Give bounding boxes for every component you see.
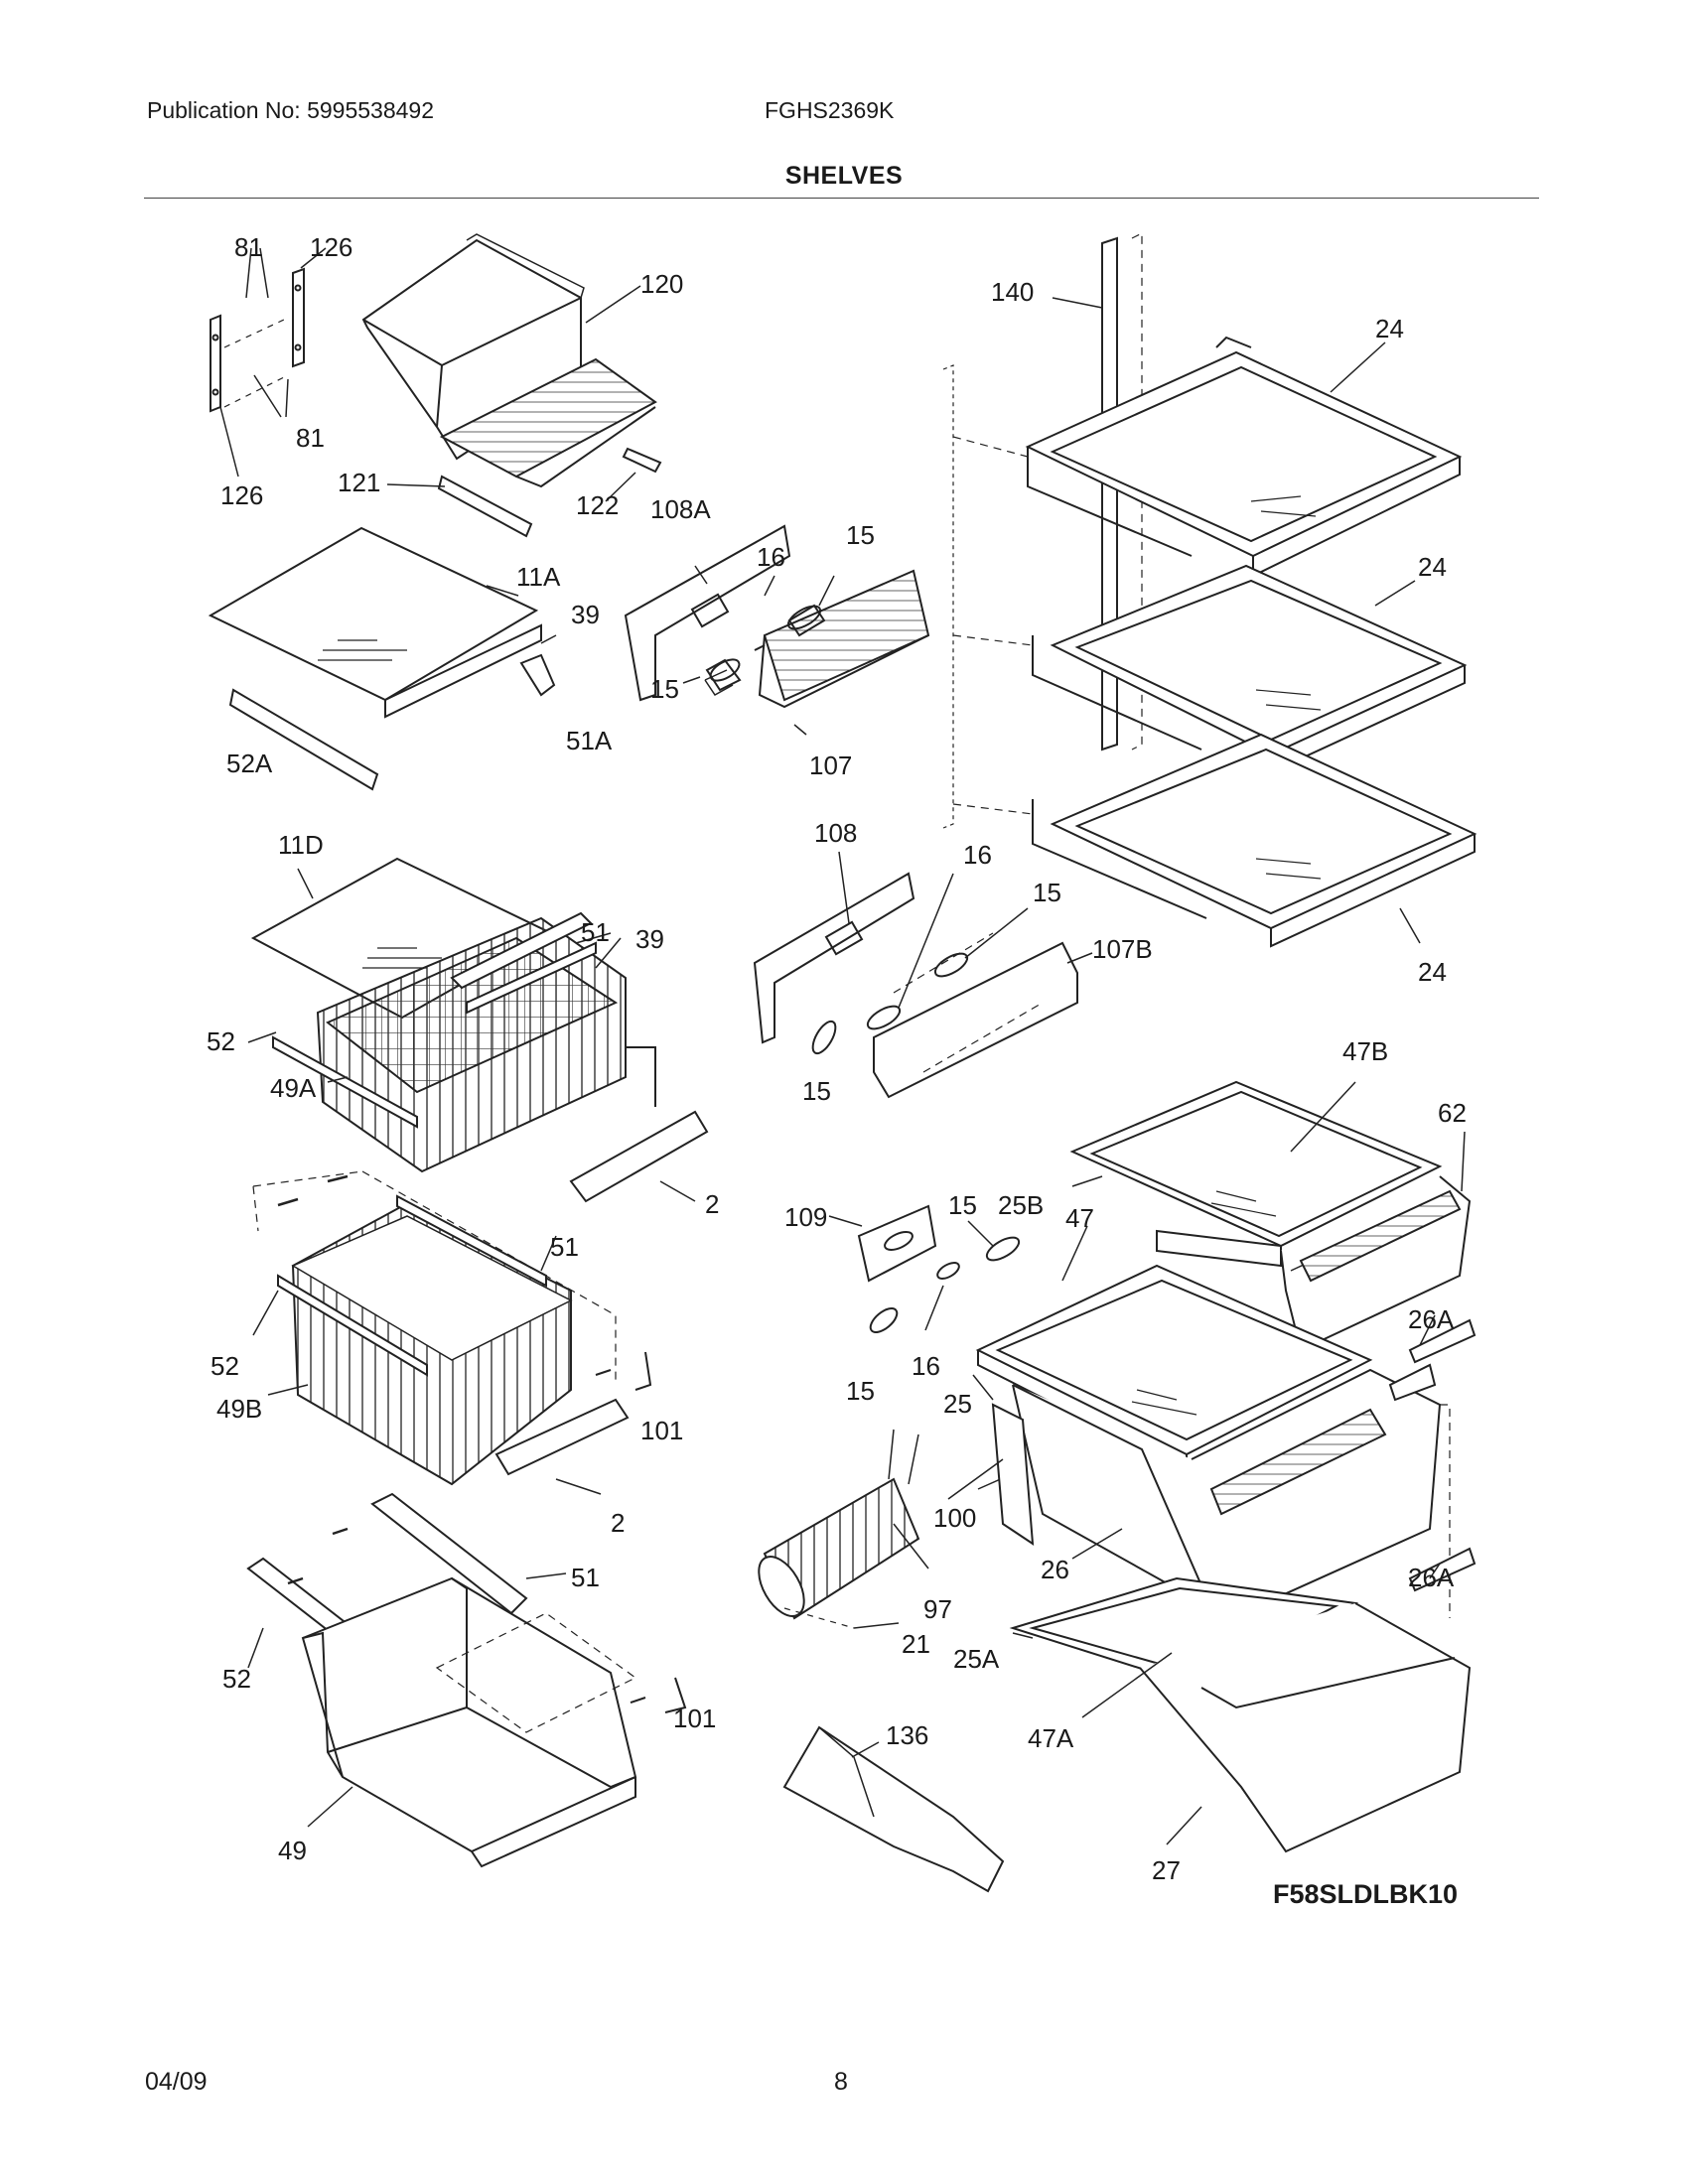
light-bracket-109	[828, 1204, 1021, 1333]
publication-number: Publication No: 5995538492	[147, 97, 435, 123]
wire-basket-49B	[252, 1170, 652, 1486]
gutter-136	[782, 1725, 1005, 1893]
callout-52: 52	[211, 1351, 239, 1381]
callout-16: 16	[963, 840, 992, 870]
callout-16: 16	[912, 1351, 940, 1381]
callout-52A: 52A	[226, 749, 273, 778]
callout-15: 15	[1033, 878, 1061, 907]
callout-101: 101	[640, 1416, 683, 1445]
callout-108: 108	[814, 818, 857, 848]
freezer-bin-49	[246, 1492, 687, 1868]
callout-140: 140	[991, 277, 1034, 307]
callout-121: 121	[338, 468, 380, 497]
model-number: FGHS2369K	[765, 97, 895, 123]
callout-109: 109	[784, 1202, 827, 1232]
callout-24: 24	[1418, 957, 1447, 987]
callout-81: 81	[296, 423, 325, 453]
callout-108A: 108A	[650, 494, 711, 524]
callout-47B: 47B	[1342, 1036, 1388, 1066]
callout-11A: 11A	[516, 562, 561, 592]
diagram-code: F58SLDLBK10	[1273, 1879, 1459, 1909]
page-title: SHELVES	[784, 162, 904, 190]
light-housing-107B	[753, 851, 1093, 1099]
callout-15: 15	[846, 1376, 875, 1406]
callout-47: 47	[1065, 1203, 1094, 1233]
heater-coil-97	[758, 1429, 929, 1629]
callout-2: 2	[611, 1508, 625, 1538]
callout-122: 122	[576, 490, 619, 520]
callout-97: 97	[923, 1594, 952, 1624]
callout-49A: 49A	[270, 1073, 317, 1103]
brackets-126	[210, 247, 327, 478]
glass-shelf-11A	[208, 526, 557, 791]
callout-62: 62	[1438, 1098, 1467, 1128]
wire-basket-49A	[247, 911, 656, 1173]
glass-shelf-24-a	[952, 336, 1463, 578]
callout-39: 39	[635, 924, 664, 954]
callout-26: 26	[1041, 1555, 1069, 1584]
cover-strip-2-a	[569, 1110, 709, 1203]
callout-25B: 25B	[998, 1190, 1044, 1220]
footer-date: 04/09	[145, 2068, 208, 2096]
glass-shelf-24-b	[952, 564, 1468, 774]
callout-107: 107	[809, 751, 852, 780]
callout-47A: 47A	[1028, 1723, 1074, 1753]
callout-51: 51	[550, 1232, 579, 1262]
header-rule	[144, 198, 1539, 199]
bracket-100	[947, 1403, 1035, 1546]
callout-136: 136	[886, 1720, 928, 1750]
callout-25A: 25A	[953, 1644, 1000, 1674]
cover-strip-2-b	[494, 1398, 630, 1495]
callout-16: 16	[757, 542, 785, 572]
callout-107B: 107B	[1092, 934, 1153, 964]
callout-126: 126	[220, 480, 263, 510]
callout-101: 101	[673, 1704, 716, 1733]
callout-15: 15	[650, 674, 679, 704]
crisper-drawer-62	[1071, 1131, 1472, 1352]
callout-15: 15	[846, 520, 875, 550]
callout-15: 15	[948, 1190, 977, 1220]
light-housing-107	[624, 524, 930, 736]
callout-11D: 11D	[278, 830, 324, 860]
callout-49: 49	[278, 1836, 307, 1865]
callout-51A: 51A	[566, 726, 613, 755]
callout-52: 52	[222, 1664, 251, 1694]
callout-49B: 49B	[216, 1394, 262, 1424]
callout-27: 27	[1152, 1855, 1181, 1885]
callout-26A: 26A	[1408, 1563, 1455, 1592]
crisper-cover-47B	[1069, 1080, 1443, 1248]
callout-126: 126	[310, 232, 352, 262]
glass-shelf-24-c	[952, 733, 1477, 948]
callout-26A: 26A	[1408, 1304, 1455, 1334]
page-number: 8	[834, 2068, 848, 2096]
crisper-drawer-27	[1009, 1547, 1477, 1853]
callout-25: 25	[943, 1389, 972, 1419]
callout-100: 100	[933, 1503, 976, 1533]
callout-21: 21	[902, 1629, 930, 1659]
freezer-shelf-120	[361, 233, 657, 488]
callout-81: 81	[234, 232, 263, 262]
callout-2: 2	[705, 1189, 719, 1219]
callout-51: 51	[571, 1563, 600, 1592]
shelf-rails-121-122	[386, 447, 662, 538]
shelf-ladder-140	[942, 232, 1143, 829]
callout-120: 120	[640, 269, 683, 299]
callout-15: 15	[802, 1076, 831, 1106]
callout-39: 39	[571, 600, 600, 629]
callout-24: 24	[1375, 314, 1404, 343]
callout-51: 51	[581, 917, 610, 947]
callout-52: 52	[207, 1026, 235, 1056]
callout-24: 24	[1418, 552, 1447, 582]
